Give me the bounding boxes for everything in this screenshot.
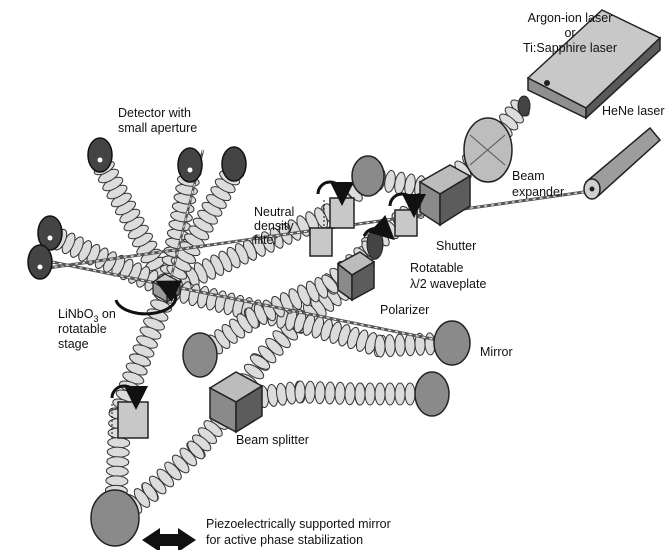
- polarizer-label: Polarizer: [380, 303, 429, 317]
- detector-1: [88, 138, 112, 172]
- crystal-label-line3: stage: [58, 337, 89, 351]
- beam-segment: [107, 437, 129, 448]
- beam-segment: [375, 383, 385, 405]
- beam-segment: [325, 382, 336, 404]
- crystal-label-suffix: on: [98, 307, 115, 321]
- beam-segment: [345, 383, 356, 405]
- shutter: [420, 165, 470, 225]
- beam-segment: [106, 475, 128, 486]
- beam-segment: [315, 382, 326, 404]
- mirror-far-right: [415, 372, 449, 416]
- piezo-actuator-arrow-icon: [142, 528, 196, 550]
- beam-segment: [405, 383, 415, 405]
- argon-laser-label-line3: Ti:Sapphire laser: [523, 41, 617, 55]
- beam-segment: [395, 383, 405, 405]
- nd-filter-label-line3: filter: [254, 233, 278, 247]
- beam-segment: [365, 383, 375, 405]
- beam-segment: [395, 334, 406, 356]
- detector-label-line1: Detector with: [118, 106, 191, 120]
- beam-segment: [355, 383, 365, 405]
- beam-paths: [43, 97, 532, 528]
- argon-laser-label-line1: Argon-ion laser: [528, 11, 613, 25]
- nd-filter-label-line1: Neutral: [254, 205, 294, 219]
- waveplate-label-line2: λ/2 waveplate: [410, 277, 486, 291]
- nd-filter-label-line2: density: [254, 219, 294, 233]
- beam-splitter: [210, 372, 262, 432]
- detector-2: [178, 148, 202, 182]
- detector-label-line2: small aperture: [118, 121, 197, 135]
- piezo-label-line1: Piezoelectrically supported mirror: [206, 517, 391, 531]
- beam-segment: [107, 456, 129, 467]
- detector-5: [28, 245, 52, 279]
- crystal-label-main: LiNbO: [58, 307, 94, 321]
- mirror-right: [434, 321, 470, 365]
- beam-segment: [305, 381, 316, 403]
- waveplate-label-line1: Rotatable: [410, 261, 464, 275]
- detector-3: [222, 147, 246, 181]
- beam-segment: [385, 334, 396, 356]
- beam-splitter-label: Beam splitter: [236, 433, 309, 447]
- beam-segment: [405, 333, 416, 355]
- crystal-label-line2: rotatable: [58, 322, 107, 336]
- nd-filter-mid: [310, 228, 332, 256]
- beam-expander-label-line2: expander: [512, 185, 564, 199]
- shutter-label: Shutter: [436, 239, 476, 253]
- hene-laser-label: HeNe laser: [602, 104, 665, 118]
- mirror-top: [352, 156, 384, 196]
- argon-laser-label-line2: or: [564, 26, 575, 40]
- beam-segment: [335, 382, 346, 404]
- argon-laser: [528, 10, 660, 118]
- beam-segment: [385, 383, 395, 405]
- hene-laser: [584, 128, 660, 199]
- piezo-mirror: [91, 490, 139, 546]
- mirror-label: Mirror: [480, 345, 513, 359]
- piezo-label-line2: for active phase stabilization: [206, 533, 363, 547]
- beam-segment: [295, 381, 306, 403]
- beam-expander-label-line1: Beam: [512, 169, 545, 183]
- polarizer: [338, 252, 374, 300]
- beam-segment: [106, 466, 128, 477]
- mirror-left: [183, 333, 217, 377]
- beam-segment: [107, 447, 129, 458]
